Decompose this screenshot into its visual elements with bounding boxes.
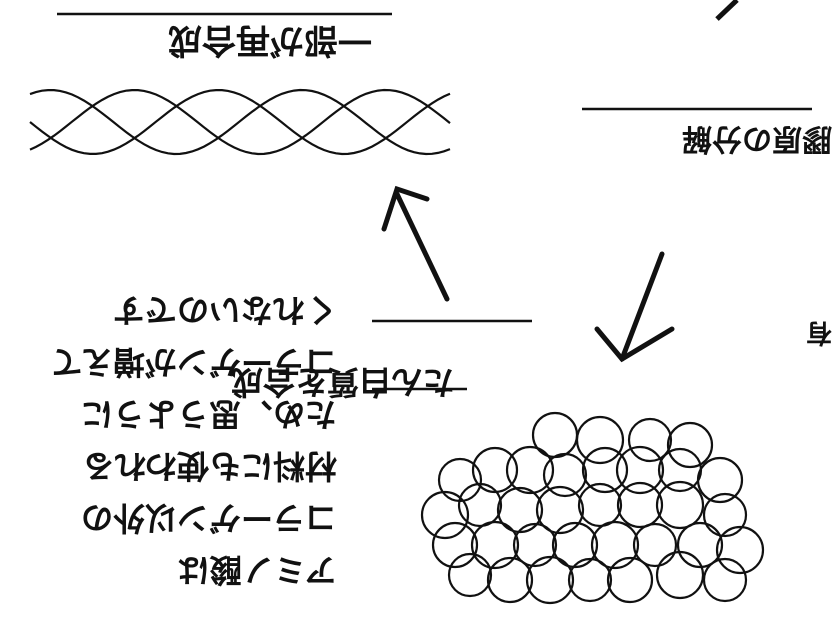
left-block-line: コラーゲン以外の: [81, 499, 337, 537]
arrow-fragment: [715, 0, 739, 21]
amino-acid-circle: [702, 557, 748, 603]
amino-acid-circle: [496, 486, 544, 534]
amino-acid-circle: [471, 446, 519, 494]
amino-acid-circle: [525, 555, 575, 605]
amino-acid-circle: [567, 557, 613, 603]
amino-acid-circle: [431, 521, 479, 569]
amino-acid-circle: [531, 411, 579, 459]
helix-strand: [29, 89, 451, 156]
amino-acid-circle: [702, 492, 748, 538]
amino-acid-circle: [666, 421, 714, 469]
top-left-label: 一部が再合成: [168, 20, 372, 60]
amino-acid-circle: [512, 522, 558, 568]
left-block-line: ため、思うように: [81, 395, 337, 433]
amino-acid-circle: [505, 445, 555, 495]
amino-acid-circle: [715, 525, 765, 575]
amino-acid-circle: [577, 482, 623, 528]
helix-strand: [29, 88, 451, 156]
center-label: たん白質を合成: [231, 363, 455, 401]
amino-acid-circle: [615, 445, 665, 495]
triple-helix: [29, 88, 451, 156]
amino-acid-circle: [627, 417, 673, 463]
amino-acid-circle: [590, 520, 640, 570]
left-block-line: コラーゲンが増えて: [51, 343, 337, 381]
amino-acid-circle: [486, 556, 534, 604]
left-block-line: 材料にも使われる: [83, 447, 337, 485]
arrow-to-collagen: [381, 185, 450, 302]
top-right-label: 膠原の分解: [682, 121, 832, 156]
left-block-line: くれないのです: [113, 291, 337, 329]
amino-acid-circle: [470, 520, 520, 570]
arrow-to-amino-acids: [594, 251, 675, 363]
amino-acid-circle: [581, 446, 629, 494]
left-block-line: アミノ酸は: [178, 551, 337, 589]
edge-fragment: 有: [806, 317, 832, 347]
amino-acid-circle: [420, 490, 470, 540]
amino-acid-circle: [447, 552, 493, 598]
amino-acid-circle: [655, 550, 705, 600]
top-right-label-group: 膠原の分解: [582, 107, 832, 156]
center-label-group: たん白質を合成: [231, 319, 532, 401]
amino-acid-circle: [696, 456, 744, 504]
helix-strand: [29, 88, 451, 156]
amino-acid-circle: [632, 522, 678, 568]
amino-acid-circle: [606, 556, 654, 604]
amino-acid-circle: [535, 485, 585, 535]
top-left-label-group: 一部が再合成: [57, 12, 392, 60]
amino-acid-circle: [616, 481, 664, 529]
amino-acid-circle: [676, 521, 724, 569]
amino-acid-circle: [655, 480, 705, 530]
amino-acid-circle: [551, 521, 599, 569]
amino-acid-circle: [575, 415, 625, 465]
amino-acid-circle: [457, 482, 503, 528]
amino-acid-cluster: [420, 411, 765, 605]
